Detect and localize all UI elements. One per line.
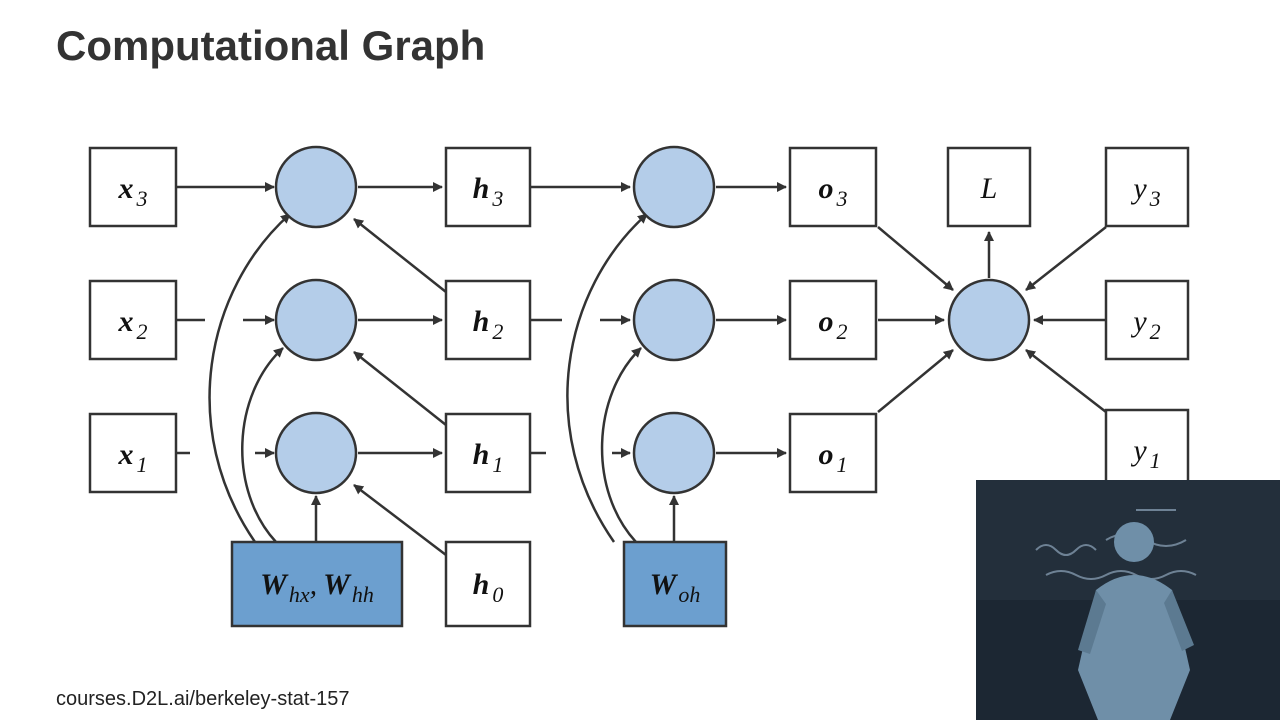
edge-whh-op3 [208,213,291,543]
edge-h0-op1 [353,484,447,556]
edge-y1-loss [1025,349,1107,413]
box-y1 [1104,408,1190,490]
box-o1 [788,412,878,494]
box-y2 [1104,279,1190,361]
op-node-hidden-3 [274,145,358,229]
box-o2 [788,279,878,361]
label-w-hidden: Whx,Whh [260,568,374,607]
presenter-video-icon [976,480,1280,720]
op-node-hidden-1 [274,411,358,495]
op-node-loss [947,278,1031,362]
box-w-hidden [230,540,404,628]
edge-h2-op3 [353,218,447,293]
op-node-hidden-2 [274,278,358,362]
op-node-output-1 [632,411,716,495]
label-w-out: Woh [650,568,701,607]
box-h2 [444,279,532,361]
box-y3 [1104,146,1190,228]
edge-h1-op2 [353,351,447,426]
box-o3 [788,146,878,228]
edge-whh-op2 [241,347,284,543]
box-h0 [444,540,532,628]
box-x1 [88,412,178,494]
slide-title: Computational Graph [56,22,486,69]
graph-edges [176,182,1107,556]
box-x3 [88,146,178,228]
edge-o1-loss [877,349,954,413]
edge-woh-op3 [566,213,648,543]
op-node-output-2 [632,278,716,362]
box-h3 [444,146,532,228]
label-L: L [980,172,998,205]
op-node-output-3 [632,145,716,229]
box-w-out [622,540,728,628]
box-h1 [444,412,532,494]
box-x2 [88,279,178,361]
edge-o3-loss [877,226,954,291]
edge-woh-op2 [600,347,642,543]
course-url-footer: courses.D2L.ai/berkeley-stat-157 [56,688,350,710]
edge-y3-loss [1025,226,1107,291]
box-L [946,146,1032,228]
